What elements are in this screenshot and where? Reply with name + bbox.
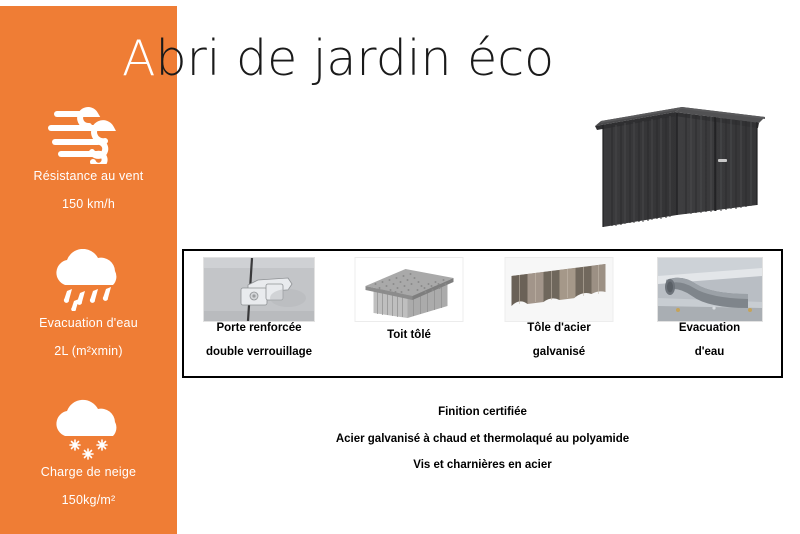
spec-wind-resistance: Résistance au vent 150 km/h bbox=[0, 102, 177, 212]
garden-shed-photo bbox=[565, 85, 790, 240]
page-title: Abri de jardin éco bbox=[122, 34, 554, 83]
page-title-text: bri de jardin éco bbox=[155, 30, 555, 87]
feature-item: Toit tôlé bbox=[334, 251, 484, 376]
feature-caption: Evacuation d'eau bbox=[634, 322, 785, 358]
corrugated-steel-photo bbox=[504, 257, 614, 322]
spec-water-evacuation: Evacuation d'eau 2L (m²xmin) bbox=[0, 248, 177, 359]
feature-caption-line2: galvanisé bbox=[532, 345, 586, 358]
feature-caption-line2: double verrouillage bbox=[205, 345, 313, 358]
certification-line-1: Finition certifiée bbox=[438, 406, 527, 418]
feature-item: Porte renforcée double verrouillage bbox=[184, 251, 334, 376]
certification-line-2: Acier galvanisé à chaud et thermolaqué a… bbox=[335, 432, 630, 445]
page-title-initial: A bbox=[122, 30, 156, 87]
feature-caption-line1: Tôle d'acier bbox=[527, 322, 591, 334]
certification-block: Finition certifiée Acier galvanisé à cha… bbox=[182, 406, 783, 487]
door-lock-photo bbox=[203, 257, 315, 322]
spec-value: 150kg/m² bbox=[61, 492, 116, 507]
feature-caption: Porte renforcée double verrouillage bbox=[184, 322, 334, 358]
spec-value: 150 km/h bbox=[61, 196, 116, 211]
spec-label: Résistance au vent bbox=[33, 169, 144, 183]
feature-caption-line1: Evacuation bbox=[678, 322, 741, 334]
feature-item: Tôle d'acier galvanisé bbox=[484, 251, 634, 376]
spec-value: 2L (m²xmin) bbox=[54, 343, 123, 358]
spec-label: Charge de neige bbox=[40, 465, 137, 479]
rain-cloud-icon bbox=[0, 248, 177, 312]
specs-sidebar: Résistance au vent 150 km/h Evacuation d bbox=[0, 6, 177, 534]
feature-caption-line1: Toit tôlé bbox=[387, 329, 431, 341]
water-drain-photo bbox=[656, 257, 763, 322]
spec-label: Evacuation d'eau bbox=[39, 316, 138, 330]
feature-item: Evacuation d'eau bbox=[634, 251, 785, 376]
certification-line-3: Vis et charnières en acier bbox=[413, 459, 552, 471]
spec-snow-load: Charge de neige 150kg/m² bbox=[0, 398, 177, 508]
feature-caption-line1: Porte renforcée bbox=[216, 322, 302, 334]
wind-icon bbox=[0, 102, 177, 169]
metal-roof-photo bbox=[354, 257, 464, 322]
feature-caption: Toit tôlé bbox=[334, 329, 484, 354]
snow-cloud-icon bbox=[0, 398, 177, 460]
feature-box: Porte renforcée double verrouillage bbox=[182, 249, 783, 378]
feature-caption: Tôle d'acier galvanisé bbox=[484, 322, 634, 358]
feature-caption-line2: d'eau bbox=[694, 345, 725, 358]
